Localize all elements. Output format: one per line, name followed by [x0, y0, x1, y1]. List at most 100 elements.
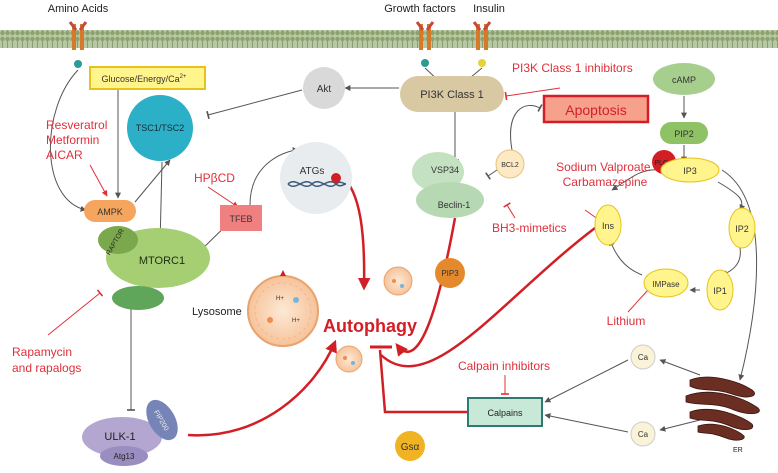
- vsp34-label: VSP34: [431, 165, 459, 175]
- resveratrol-label: Resveratrol Metformin AICAR: [46, 118, 111, 162]
- edge-bh3-bcl2: [503, 202, 516, 219]
- beclin-node: [416, 182, 484, 218]
- autophagy-label: Autophagy: [323, 316, 417, 336]
- fip200-node: [146, 399, 178, 441]
- amino-acid-receptor: [68, 21, 88, 68]
- tsc-label: TSC1/TSC2: [136, 123, 185, 133]
- apoptosis-label: Apoptosis: [565, 102, 626, 118]
- insulin-receptor: [472, 21, 492, 67]
- pip2-top-node: [660, 122, 708, 144]
- camp-label: cAMP: [672, 75, 696, 85]
- pi3k-node: [400, 76, 504, 112]
- edge-hpbcd-tfeb: [207, 186, 239, 208]
- calpain-inhibitors-label: Calpain inhibitors: [458, 359, 550, 373]
- edge-ca2-calpains: [544, 413, 629, 433]
- sodium-valproate-label: Sodium Valproate Carbamazepine: [556, 160, 654, 189]
- edge-resveratrol-ampk: [89, 164, 108, 197]
- tfeb-label: TFEB: [229, 214, 252, 224]
- edge-impase-ins: [609, 239, 643, 276]
- raptor-node: [98, 226, 138, 254]
- atgs-label: ATGs: [300, 166, 325, 177]
- ip1-label: IP1: [713, 286, 727, 296]
- ca-label-top: Ca: [638, 353, 649, 362]
- svg-text:H+: H+: [276, 296, 284, 302]
- akt-label: Akt: [317, 84, 332, 95]
- edge-ulk1-autophagy: [187, 339, 337, 437]
- edge-er-ca-bottom: [659, 419, 701, 432]
- rapamycin-label: Rapamycin and rapalogs: [12, 345, 81, 375]
- mtorc1-subunit: [112, 286, 164, 310]
- insulin-label: Insulin: [473, 3, 505, 15]
- edge-lithium-impase: [627, 286, 652, 313]
- ip3-node: [660, 157, 720, 183]
- er-label: ER: [733, 447, 743, 454]
- bcl2-node: [495, 149, 525, 179]
- glucose-energy-box: [89, 66, 206, 90]
- edge-pi3k-inhibitors: [504, 87, 561, 101]
- tsc-node: [127, 95, 193, 161]
- edge-aminoacids-ampk: [50, 69, 87, 212]
- lysosome-label: Lysosome: [192, 306, 242, 318]
- edge-akt-tsc: [206, 89, 303, 120]
- ca-node-top: [630, 344, 656, 370]
- ins-node: [594, 204, 622, 246]
- ampk-node: [84, 200, 136, 222]
- ip3-label: IP3: [683, 166, 697, 176]
- ip1-node: [706, 269, 734, 311]
- edge-calpains-autophagy: [378, 349, 468, 414]
- glucose-label: Glucose/Energy/Ca2+: [102, 74, 187, 84]
- gsa-label: Gsα: [401, 442, 420, 453]
- hpbcd-label: HPβCD: [194, 171, 235, 185]
- atg13-label: Atg13: [114, 452, 135, 461]
- edge-er-ca-top: [659, 359, 701, 376]
- pi3k-inhibitors-label: PI3K Class 1 inhibitors: [512, 61, 633, 75]
- growth-factor-receptor: [415, 21, 435, 67]
- ulk1-label: ULK-1: [104, 431, 135, 443]
- growth-factors-label: Growth factors: [384, 3, 456, 15]
- ulk1-node: [82, 417, 162, 457]
- edge-ca-calpains: [544, 359, 629, 403]
- lysosome-icon: H+ H+: [247, 270, 319, 347]
- ca-node-bottom: [630, 421, 656, 447]
- er-icon: [685, 376, 760, 441]
- impase-label: IMPase: [652, 280, 680, 289]
- edge-vsp34-autophagy: [395, 217, 457, 357]
- ampk-label: AMPK: [97, 207, 123, 217]
- calpains-box: [467, 397, 543, 427]
- lithium-label: Lithium: [607, 314, 646, 328]
- autophagosome-icon-left: [335, 345, 363, 373]
- amino-acids-label: Amino Acids: [48, 3, 109, 15]
- cell-membrane: [0, 30, 778, 48]
- svg-text:H+: H+: [292, 318, 300, 324]
- camp-node: [653, 63, 715, 95]
- edge-ampk-tsc: [134, 159, 171, 203]
- pip2-top-label: PIP2: [674, 129, 694, 139]
- akt-node: [303, 67, 345, 109]
- beclin-label: Beclin-1: [438, 200, 471, 210]
- atg13-node: [100, 446, 148, 466]
- ip2-node: [728, 207, 756, 249]
- plc-label: PLC-ε: [654, 160, 673, 167]
- impase-node: [643, 268, 689, 298]
- ip2-label: IP2: [735, 224, 749, 234]
- autophagosome-icon-right: [383, 266, 413, 296]
- calpains-label: Calpains: [487, 408, 523, 418]
- atgs-node: [280, 142, 352, 214]
- ca-label-bottom: Ca: [638, 430, 649, 439]
- pip3-label: PIP3: [441, 269, 459, 278]
- apoptosis-box: [542, 94, 650, 124]
- pi3k-label: PI3K Class 1: [420, 89, 484, 101]
- edge-bcl2-apoptosis: [510, 104, 543, 151]
- gsa-node: [395, 431, 425, 461]
- vsp34-node: [412, 152, 464, 192]
- edge-ip3-er: [721, 169, 757, 381]
- ins-label: Ins: [602, 221, 615, 231]
- bh3-label: BH3-mimetics: [492, 221, 567, 235]
- mtorc1-label: MTORC1: [139, 255, 185, 267]
- bcl2-label: BCL2: [501, 162, 519, 169]
- pip3-node: [435, 258, 465, 288]
- edge-ins-autophagy: [380, 227, 596, 368]
- edge-rapamycin-mtorc1: [47, 289, 104, 336]
